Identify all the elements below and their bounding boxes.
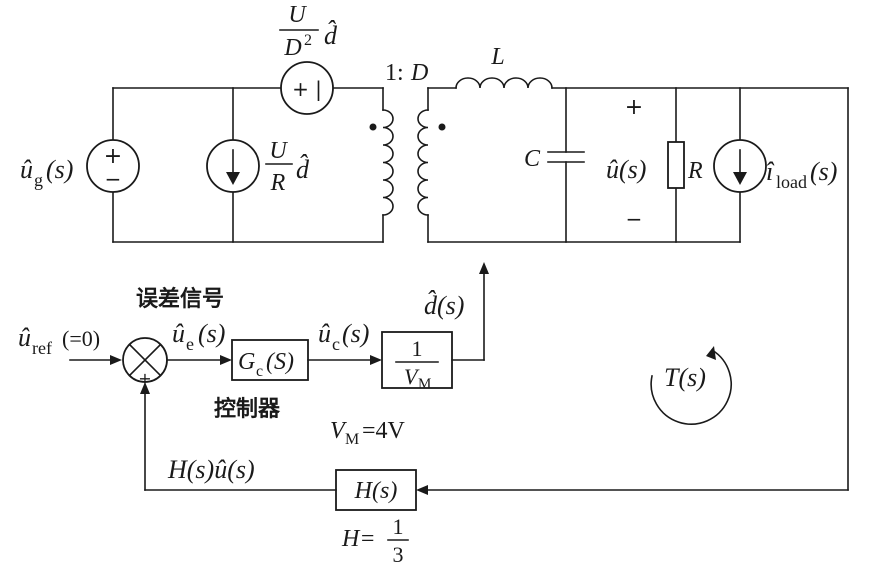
input-voltage-source: + − [86, 139, 140, 193]
capacitor-label: C [524, 146, 541, 172]
vs-numerator: U [288, 2, 307, 28]
series-voltage-source: + | [280, 61, 334, 115]
ue-main: û [172, 319, 185, 348]
turns-ratio: 1: [385, 60, 404, 86]
vm-value: =4V [362, 418, 406, 444]
pwm-den-sub: M [418, 376, 431, 392]
vm-sub: M [345, 431, 359, 448]
ue-sub: e [186, 334, 194, 354]
resistor-label: R [687, 158, 703, 184]
controller-block [231, 339, 309, 381]
uc-main: û [318, 319, 331, 348]
current-source [206, 139, 260, 193]
iload-sub: load [776, 172, 807, 192]
h-numerator: 1 [393, 514, 404, 539]
cs-numerator: U [269, 138, 288, 164]
primary-dot [369, 123, 377, 131]
pwm-block [381, 331, 453, 389]
pwm-numerator: 1 [412, 336, 423, 361]
controller-label: 控制器 [214, 396, 281, 422]
uref-main: û [18, 323, 31, 352]
iload-arg: (s) [810, 157, 837, 186]
secondary-wiring [427, 87, 849, 491]
d-hat-label: d̂(s) [424, 291, 464, 320]
ug-label-sub: g [34, 170, 43, 190]
iload-main: î [766, 157, 775, 186]
vs-variable: d̂ [324, 21, 338, 50]
output-voltage-label: û(s) [606, 155, 646, 184]
loop-gain-indicator [650, 346, 732, 425]
uref-arg: (=0) [62, 326, 100, 351]
gc-arg: (S) [266, 349, 294, 375]
uc-sub: c [332, 334, 340, 354]
pwm-den-V: V [404, 364, 420, 389]
loop-gain-label: T(s) [664, 363, 706, 392]
gc-G: G [238, 349, 255, 375]
src-plus-sign: + [104, 144, 122, 169]
inductor [455, 77, 553, 89]
h-block-label: H(s) [354, 478, 398, 504]
output-plus: + [625, 95, 643, 120]
h-denominator: 3 [393, 542, 404, 567]
vs-denominator: D [283, 35, 301, 61]
secondary-dot [438, 123, 446, 131]
transformer [369, 109, 446, 216]
ue-arg: (s) [198, 319, 225, 348]
feedback-block [335, 469, 417, 511]
inductor-label: L [490, 44, 504, 70]
vm-V: V [330, 418, 347, 444]
resistor [667, 141, 685, 189]
uref-sub: ref [32, 338, 52, 358]
turns-ratio-d: D [410, 60, 428, 86]
h-eq: H= [341, 526, 376, 552]
src-minus-sign: − [105, 167, 122, 191]
capacitor [547, 151, 585, 163]
cs-variable: d̂ [296, 155, 310, 184]
output-minus: − [626, 207, 643, 231]
error-signal-label: 误差信号 [136, 286, 224, 312]
uc-arg: (s) [342, 319, 369, 348]
sum-plus-sign: + [138, 369, 151, 388]
gc-sub: c [256, 363, 263, 380]
vs-denominator-exp: 2 [304, 32, 312, 49]
vs-polarity: + | [292, 77, 322, 101]
ug-label-arg: (s) [46, 155, 73, 184]
primary-wiring [112, 87, 384, 243]
cs-denominator: R [270, 170, 286, 196]
ug-label-main: û [20, 155, 33, 184]
load-current-source [713, 139, 767, 193]
feedback-signal-label: H(s)û(s) [167, 455, 255, 484]
